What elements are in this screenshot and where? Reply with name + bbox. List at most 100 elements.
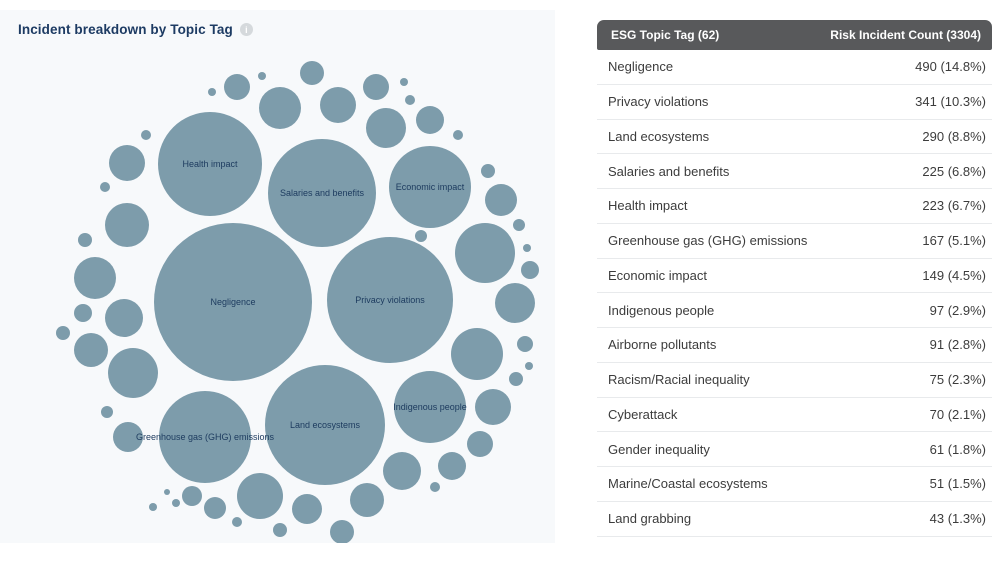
card-header: Incident breakdown by Topic Tag i — [18, 22, 253, 37]
row-tag-label: Marine/Coastal ecosystems — [608, 476, 768, 492]
row-incident-count: 61 (1.8%) — [929, 441, 986, 457]
bubble-unlabeled[interactable] — [525, 362, 533, 370]
bubble-unlabeled[interactable] — [74, 333, 108, 367]
bubble-unlabeled[interactable] — [509, 372, 523, 386]
bubble-unlabeled[interactable] — [259, 87, 301, 129]
bubble-unlabeled[interactable] — [232, 517, 242, 527]
bubble-unlabeled[interactable] — [455, 223, 515, 283]
bubble-unlabeled[interactable] — [258, 72, 266, 80]
row-incident-count: 225 (6.8%) — [922, 163, 986, 179]
bubble-unlabeled[interactable] — [78, 233, 92, 247]
bubble-unlabeled[interactable] — [109, 145, 145, 181]
bubble-unlabeled[interactable] — [208, 88, 216, 96]
bubble-unlabeled[interactable] — [400, 78, 408, 86]
row-tag-label: Gender inequality — [608, 441, 710, 457]
row-tag-label: Negligence — [608, 59, 674, 75]
bubble-unlabeled[interactable] — [363, 74, 389, 100]
bubble-unlabeled[interactable] — [224, 74, 250, 100]
bubble-unlabeled[interactable] — [204, 497, 226, 519]
esg-topic-table: ESG Topic Tag (62) Risk Incident Count (… — [597, 20, 992, 537]
row-incident-count: 290 (8.8%) — [922, 128, 986, 144]
bubble-privacy-violations[interactable] — [327, 237, 453, 363]
row-incident-count: 91 (2.8%) — [929, 337, 986, 353]
bubble-unlabeled[interactable] — [320, 87, 356, 123]
bubble-unlabeled[interactable] — [105, 299, 143, 337]
bubble-unlabeled[interactable] — [453, 130, 463, 140]
bubble-land-ecosystems[interactable] — [265, 365, 385, 485]
bubble-unlabeled[interactable] — [438, 452, 466, 480]
bubble-unlabeled[interactable] — [164, 489, 170, 495]
bubble-unlabeled[interactable] — [495, 283, 535, 323]
bubble-unlabeled[interactable] — [481, 164, 495, 178]
bubble-negligence[interactable] — [154, 223, 312, 381]
bubble-unlabeled[interactable] — [350, 483, 384, 517]
bubble-unlabeled[interactable] — [451, 328, 503, 380]
row-tag-label: Airborne pollutants — [608, 337, 717, 353]
bubble-unlabeled[interactable] — [513, 219, 525, 231]
bubble-economic-impact[interactable] — [389, 146, 471, 228]
table-row[interactable]: Marine/Coastal ecosystems 51 (1.5%) — [597, 467, 992, 502]
bubble-unlabeled[interactable] — [149, 503, 157, 511]
bubble-unlabeled[interactable] — [273, 523, 287, 537]
bubble-health-impact[interactable] — [158, 112, 262, 216]
row-incident-count: 341 (10.3%) — [915, 94, 986, 110]
bubble-unlabeled[interactable] — [74, 257, 116, 299]
bubble-indigenous-people[interactable] — [394, 371, 466, 443]
bubble-unlabeled[interactable] — [366, 108, 406, 148]
bubble-unlabeled[interactable] — [475, 389, 511, 425]
bubble-unlabeled[interactable] — [292, 494, 322, 524]
bubble-unlabeled[interactable] — [405, 95, 415, 105]
bubble-unlabeled[interactable] — [101, 406, 113, 418]
row-tag-label: Land grabbing — [608, 511, 692, 527]
bubble-unlabeled[interactable] — [108, 348, 158, 398]
table-row[interactable]: Gender inequality 61 (1.8%) — [597, 432, 992, 467]
row-tag-label: Racism/Racial inequality — [608, 372, 750, 388]
bubble-unlabeled[interactable] — [300, 61, 324, 85]
row-tag-label: Indigenous people — [608, 302, 715, 318]
row-incident-count: 97 (2.9%) — [929, 302, 986, 318]
bubble-unlabeled[interactable] — [521, 261, 539, 279]
bubble-unlabeled[interactable] — [100, 182, 110, 192]
bubble-unlabeled[interactable] — [237, 473, 283, 519]
bubble-unlabeled[interactable] — [182, 486, 202, 506]
bubble-unlabeled[interactable] — [430, 482, 440, 492]
table-row[interactable]: Airborne pollutants 91 (2.8%) — [597, 328, 992, 363]
bubble-unlabeled[interactable] — [105, 203, 149, 247]
row-incident-count: 167 (5.1%) — [922, 233, 986, 249]
info-icon[interactable]: i — [239, 23, 253, 36]
table-row[interactable]: Indigenous people 97 (2.9%) — [597, 293, 992, 328]
bubble-unlabeled[interactable] — [56, 326, 70, 340]
bubble-unlabeled[interactable] — [523, 244, 531, 252]
bubble-unlabeled[interactable] — [113, 422, 143, 452]
row-incident-count: 51 (1.5%) — [929, 476, 986, 492]
row-incident-count: 223 (6.7%) — [922, 198, 986, 214]
bubble-unlabeled[interactable] — [383, 452, 421, 490]
bubble-unlabeled[interactable] — [467, 431, 493, 457]
bubble-unlabeled[interactable] — [141, 130, 151, 140]
bubble-unlabeled[interactable] — [172, 499, 180, 507]
bubble-unlabeled[interactable] — [330, 520, 354, 543]
bubble-unlabeled[interactable] — [74, 304, 92, 322]
bubble-unlabeled[interactable] — [416, 106, 444, 134]
bubble-greenhouse-gas-ghg-emissions[interactable] — [159, 391, 251, 483]
bubble-unlabeled[interactable] — [517, 336, 533, 352]
bubble-unlabeled[interactable] — [485, 184, 517, 216]
bubble-salaries-and-benefits[interactable] — [268, 139, 376, 247]
table-header-count: Risk Incident Count (3304) — [830, 28, 981, 42]
row-incident-count: 149 (4.5%) — [922, 267, 986, 283]
table-row[interactable]: Cyberattack 70 (2.1%) — [597, 397, 992, 433]
row-tag-label: Cyberattack — [608, 406, 678, 422]
bubble-unlabeled[interactable] — [415, 230, 427, 242]
row-incident-count: 70 (2.1%) — [929, 406, 986, 422]
